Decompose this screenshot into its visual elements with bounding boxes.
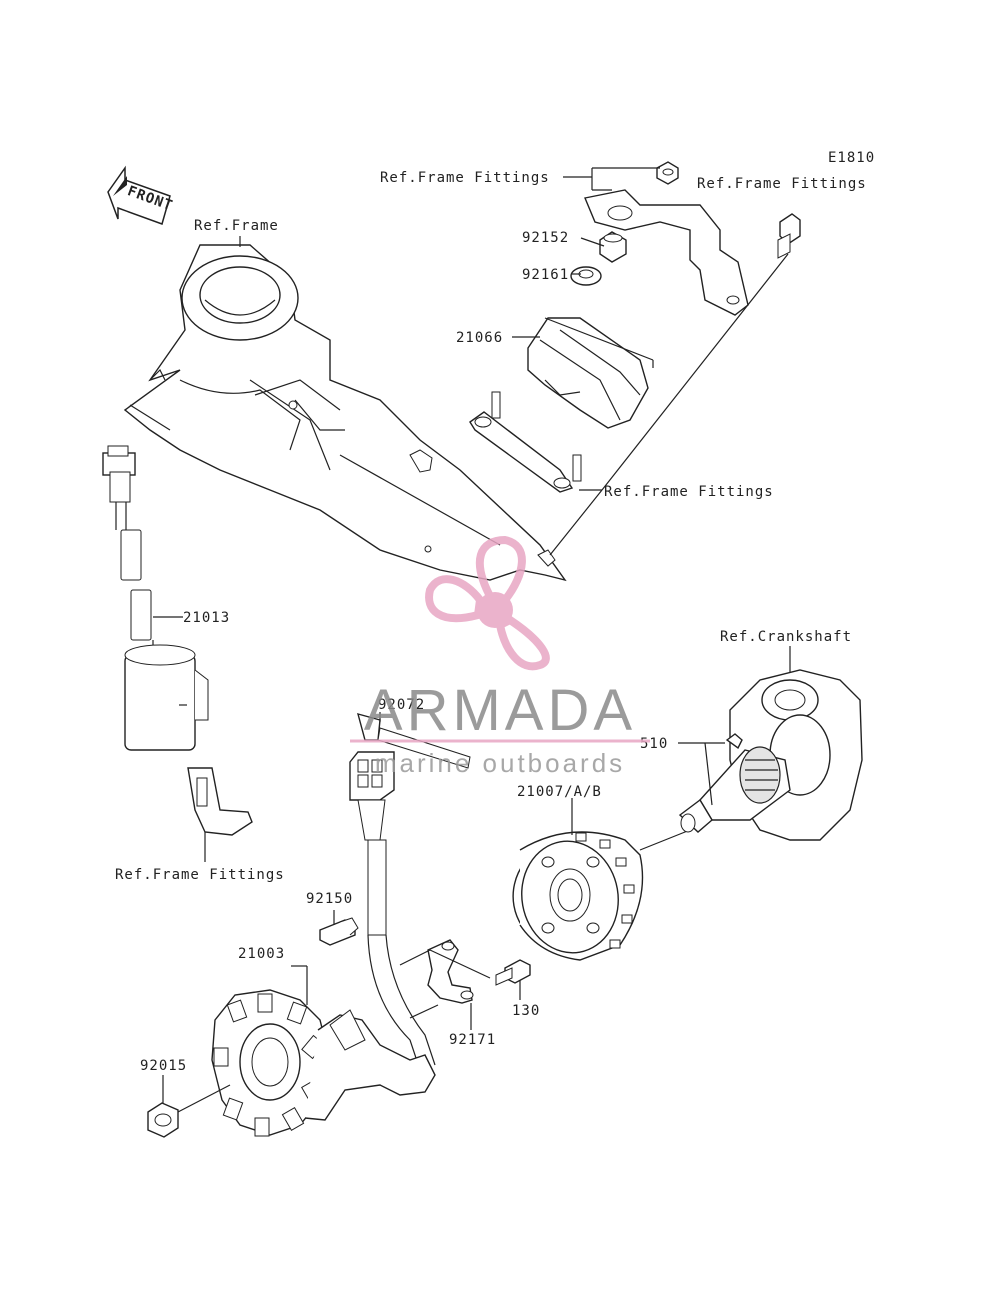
part-label-510: 510 <box>640 736 668 752</box>
part-label-92015: 92015 <box>140 1058 187 1074</box>
part-label-21066: 21066 <box>456 330 503 346</box>
condenser-assembly <box>102 445 253 862</box>
part-label-21007: 21007/A/B <box>517 784 602 800</box>
part-label-92171: 92171 <box>449 1032 496 1048</box>
label-ref-frame: Ref.Frame <box>194 218 279 234</box>
frame-drawing <box>123 236 567 582</box>
diagram-code: E1810 <box>828 150 875 166</box>
watermark-brand: ARMADA <box>364 678 636 743</box>
label-ref-frame-fittings-top-right: Ref.Frame Fittings <box>697 176 867 192</box>
label-ref-frame-fittings-bottom-left: Ref.Frame Fittings <box>115 867 285 883</box>
rotor-flywheel <box>512 798 691 961</box>
part-label-92152: 92152 <box>522 230 569 246</box>
part-label-92161: 92161 <box>522 267 569 283</box>
watermark-tagline: marine outboards <box>375 748 625 778</box>
crank-gear <box>739 746 781 804</box>
wire-harness <box>349 712 471 1071</box>
part-label-92150: 92150 <box>306 891 353 907</box>
part-label-92072: 92072 <box>378 697 425 713</box>
regulator-assembly <box>469 161 801 556</box>
label-ref-crankshaft: Ref.Crankshaft <box>720 629 852 645</box>
front-arrow-icon: FRONT <box>107 165 175 225</box>
crankshaft-drawing <box>678 646 863 841</box>
label-ref-frame-fittings-middle: Ref.Frame Fittings <box>604 484 774 500</box>
part-label-21003: 21003 <box>238 946 285 962</box>
plate-and-bolts <box>399 939 531 1030</box>
part-label-21013: 21013 <box>183 610 230 626</box>
stator-assembly <box>147 910 436 1138</box>
propeller-logo-icon <box>425 535 550 671</box>
watermark: ARMADA marine outboards <box>350 535 650 778</box>
part-label-130: 130 <box>512 1003 540 1019</box>
label-ref-frame-fittings-top-left: Ref.Frame Fittings <box>380 170 550 186</box>
